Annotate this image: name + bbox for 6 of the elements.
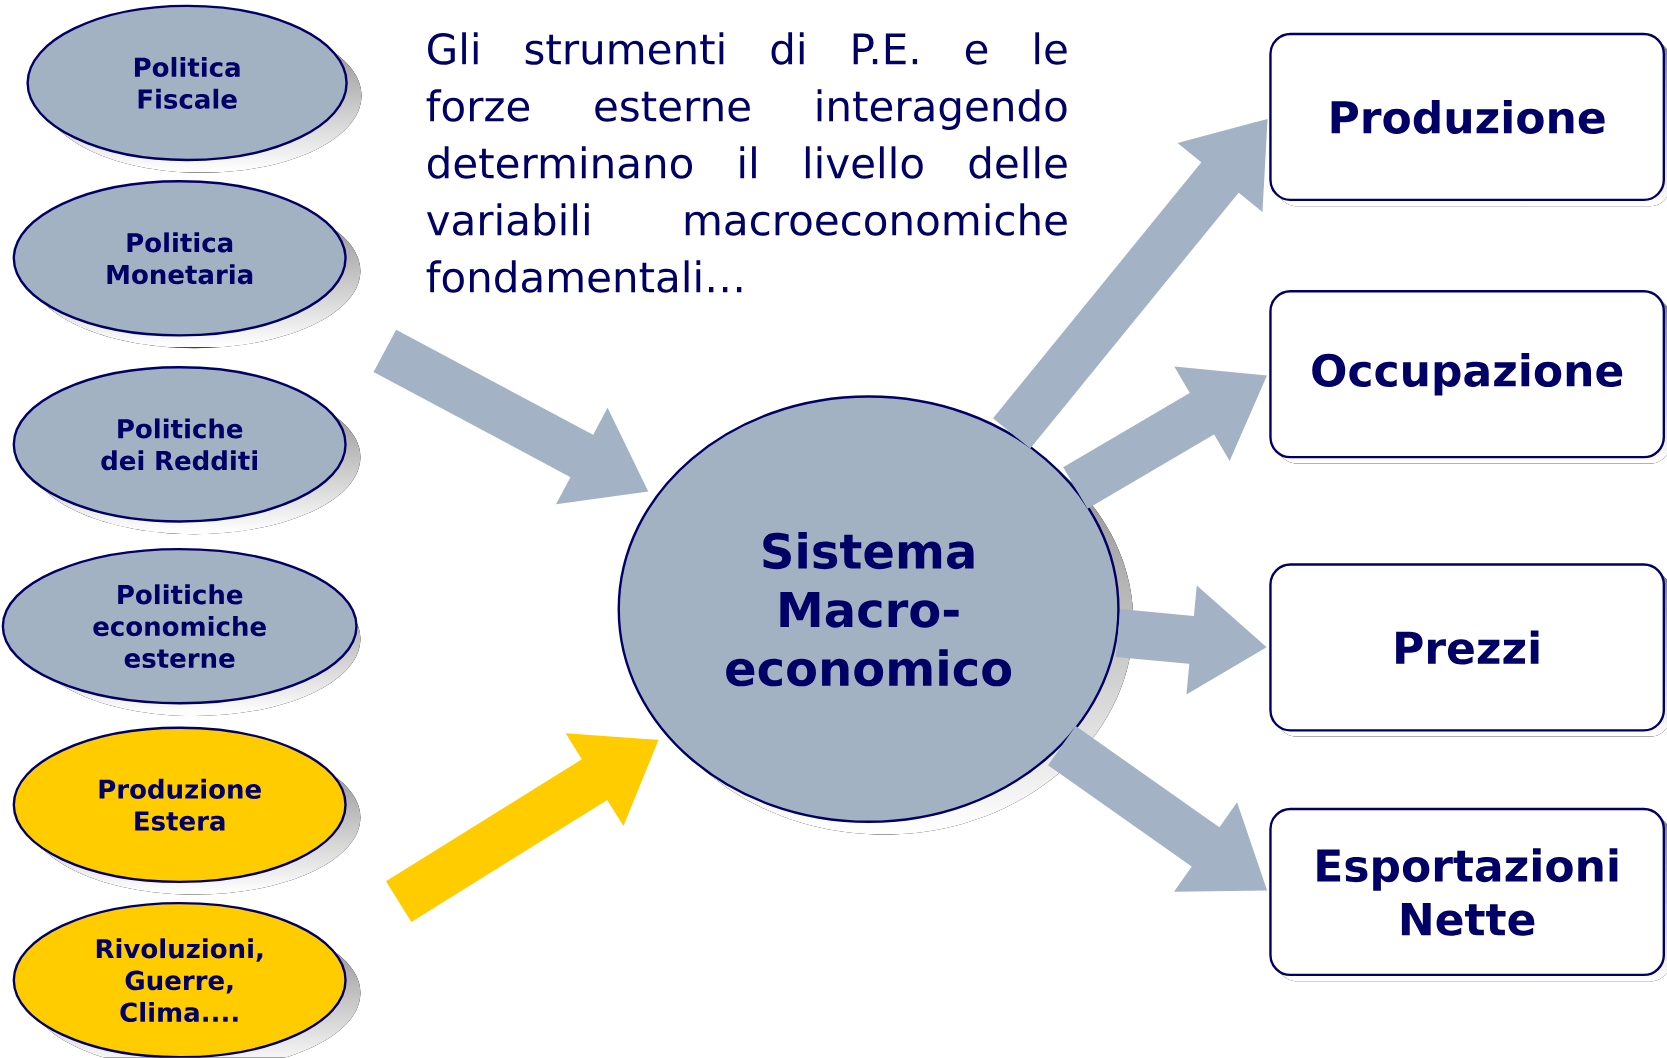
variable-box: Esportazioni Nette [1269, 807, 1667, 982]
variable-box: Produzione [1269, 32, 1667, 207]
caption-text: Gli strumenti di P.E. e le forze esterne interagendo determinano il livello delle variabili macroeconomiche fondamentali… [426, 32, 1067, 293]
variable-box: Occupazione [1269, 290, 1667, 464]
node-label: Prezzi [1396, 630, 1539, 665]
variable-box: Prezzi [1269, 563, 1667, 737]
